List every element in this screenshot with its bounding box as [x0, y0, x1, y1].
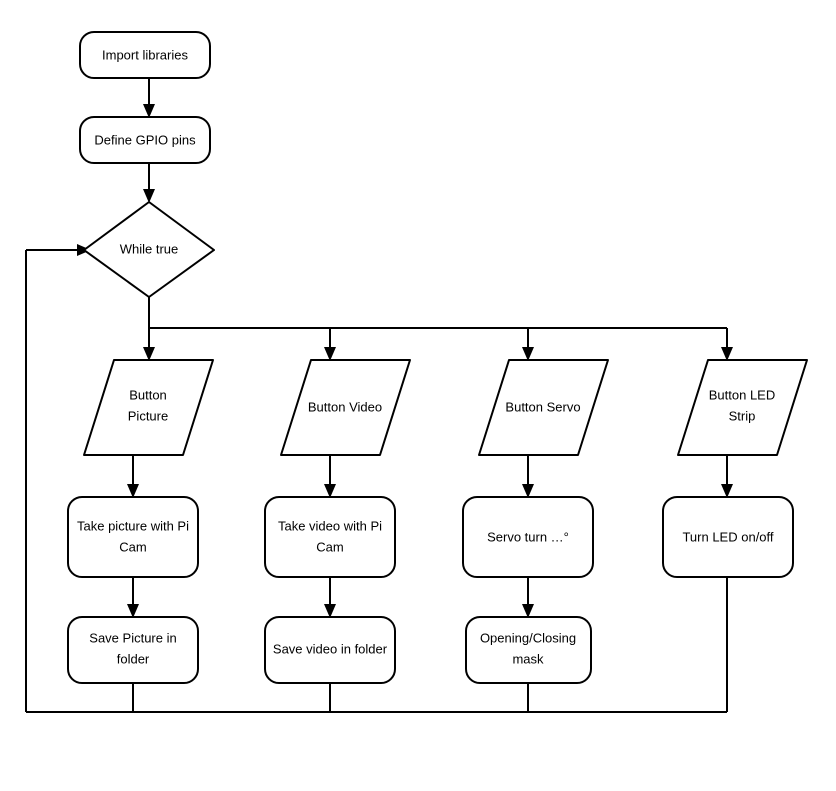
- edge-bus-to-btn-led: [721, 328, 733, 361]
- arrow-head-icon: [143, 347, 155, 361]
- node-label-button-picture-line1: Button: [129, 387, 167, 402]
- node-label-button-led-strip-line2: Strip: [729, 408, 756, 423]
- edge-bus-to-btn-picture: [143, 328, 155, 361]
- arrow-head-icon: [522, 347, 534, 361]
- arrow-head-icon: [721, 484, 733, 498]
- edge-import-to-gpio: [143, 78, 155, 118]
- edge-while-to-bus: [148, 297, 727, 329]
- node-label-take-video-line1: Take video with Pi: [278, 518, 382, 533]
- rounded-rect-shape: [79, 116, 211, 164]
- edge-bus-to-btn-video: [324, 328, 336, 361]
- edge-btn-video-to-take-video: [324, 455, 336, 498]
- edge-take-video-to-save-video: [324, 577, 336, 618]
- node-button-video[interactable]: Button Video: [280, 359, 411, 456]
- rounded-rect-shape: [67, 616, 199, 684]
- parallelogram-shape: [478, 359, 609, 456]
- edge-gpio-to-while: [143, 163, 155, 203]
- node-label-servo-turn: Servo turn …°: [487, 529, 569, 544]
- rounded-rect-shape: [264, 496, 396, 578]
- node-label-while-true: While true: [120, 241, 179, 256]
- arrow-head-icon: [324, 484, 336, 498]
- node-label-button-video: Button Video: [308, 399, 382, 414]
- arrow-head-icon: [522, 484, 534, 498]
- arrow-head-icon: [143, 104, 155, 118]
- node-label-button-servo: Button Servo: [505, 399, 580, 414]
- node-turn-led-on-off[interactable]: Turn LED on/off: [662, 496, 794, 578]
- edge-servo-turn-to-mask: [522, 577, 534, 618]
- edge-btn-servo-to-servo-turn: [522, 455, 534, 498]
- arrow-head-icon: [127, 604, 139, 618]
- node-label-button-picture-line2: Picture: [128, 408, 168, 423]
- node-button-picture[interactable]: Button Picture: [83, 359, 214, 456]
- arrow-head-icon: [522, 604, 534, 618]
- edge-take-picture-to-save-picture: [127, 577, 139, 618]
- node-while-true[interactable]: While true: [83, 201, 215, 298]
- node-save-picture[interactable]: Save Picture in folder: [67, 616, 199, 684]
- edge-loop-back-bus: [25, 244, 728, 713]
- node-import-libraries[interactable]: Import libraries: [79, 31, 211, 79]
- rounded-rect-shape: [465, 616, 592, 684]
- diamond-shape: [83, 201, 215, 298]
- node-label-turn-led-on-off: Turn LED on/off: [682, 529, 773, 544]
- arrow-head-icon: [324, 347, 336, 361]
- arrow-head-icon: [127, 484, 139, 498]
- node-take-video[interactable]: Take video with Pi Cam: [264, 496, 396, 578]
- node-label-import-libraries: Import libraries: [102, 47, 188, 62]
- arrow-head-icon: [324, 604, 336, 618]
- edge-layer: [25, 78, 733, 713]
- rounded-rect-shape: [79, 31, 211, 79]
- parallelogram-shape: [83, 359, 214, 456]
- node-label-take-picture-line1: Take picture with Pi: [77, 518, 189, 533]
- node-save-video[interactable]: Save video in folder: [264, 616, 396, 684]
- node-label-save-picture-line1: Save Picture in: [89, 630, 176, 645]
- parallelogram-shape: [280, 359, 411, 456]
- edge-bus-to-btn-servo: [522, 328, 534, 361]
- node-define-gpio-pins[interactable]: Define GPIO pins: [79, 116, 211, 164]
- edge-btn-picture-to-take-picture: [127, 455, 139, 498]
- node-take-picture[interactable]: Take picture with Pi Cam: [67, 496, 199, 578]
- node-opening-closing-mask[interactable]: Opening/Closing mask: [465, 616, 592, 684]
- arrow-head-icon: [143, 189, 155, 203]
- node-label-take-picture-line2: Cam: [119, 539, 146, 554]
- node-servo-turn[interactable]: Servo turn …°: [462, 496, 594, 578]
- node-label-define-gpio-pins: Define GPIO pins: [94, 132, 196, 147]
- parallelogram-shape: [677, 359, 808, 456]
- rounded-rect-shape: [462, 496, 594, 578]
- rounded-rect-shape: [662, 496, 794, 578]
- rounded-rect-shape: [264, 616, 396, 684]
- edge-btn-led-to-led-toggle: [721, 455, 733, 498]
- node-label-save-video: Save video in folder: [273, 641, 388, 656]
- node-button-servo[interactable]: Button Servo: [478, 359, 609, 456]
- node-label-mask-line1: Opening/Closing: [480, 630, 576, 645]
- node-label-take-video-line2: Cam: [316, 539, 343, 554]
- node-button-led-strip[interactable]: Button LED Strip: [677, 359, 808, 456]
- rounded-rect-shape: [67, 496, 199, 578]
- node-label-button-led-strip-line1: Button LED: [709, 387, 776, 402]
- node-label-mask-line2: mask: [512, 651, 544, 666]
- arrow-head-icon: [721, 347, 733, 361]
- node-label-save-picture-line2: folder: [117, 651, 150, 666]
